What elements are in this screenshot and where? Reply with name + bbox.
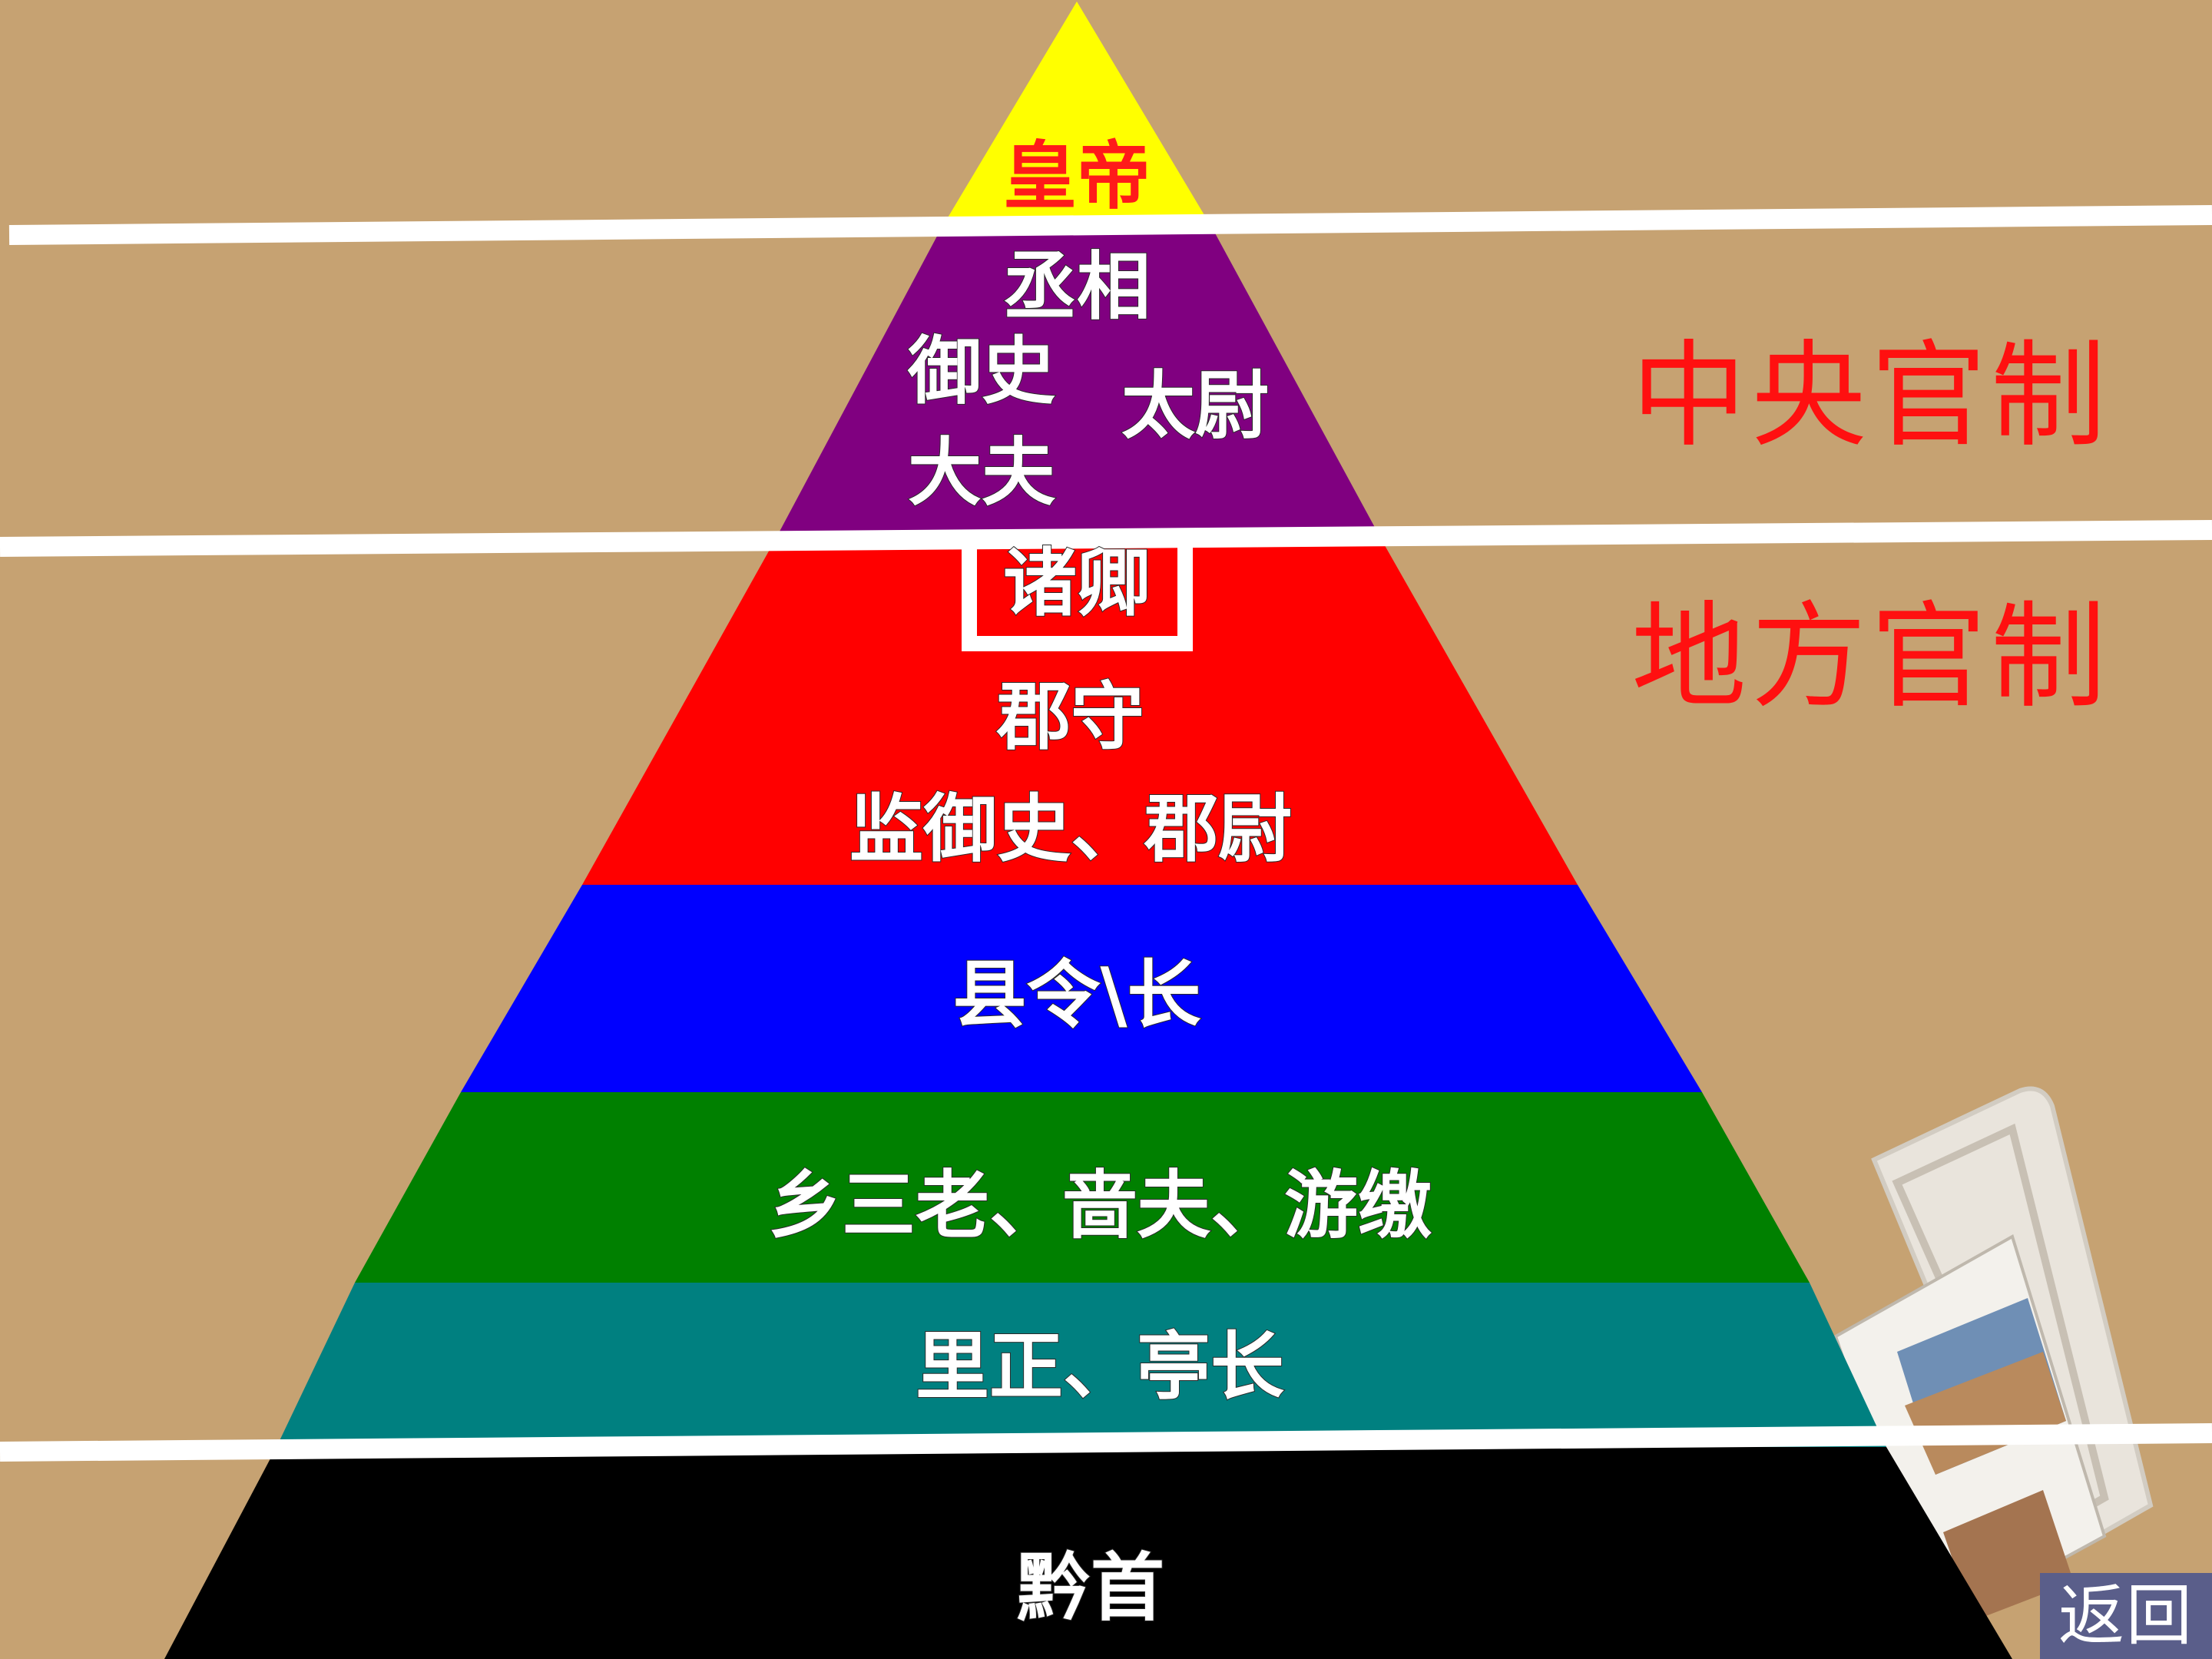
label-governor: 郡守 (996, 674, 1144, 760)
tier-township (355, 1092, 1810, 1283)
back-button[interactable]: 返回 (2040, 1573, 2212, 1659)
label-grand-commandant: 太尉 (1121, 363, 1269, 449)
label-ministers: 诸卿 (1003, 540, 1151, 626)
tier-commoners (164, 1447, 2012, 1659)
tier-county (461, 885, 1702, 1092)
tier-commandery (582, 541, 1578, 885)
tier-central (774, 230, 1382, 541)
label-emperor: 皇帝 (1003, 133, 1151, 219)
tier-village (276, 1283, 1886, 1447)
divider-emperor (8, 205, 2212, 245)
tier-emperor (940, 2, 1214, 230)
title-central-system: 中央官制 (1631, 329, 2111, 463)
label-village: 里正、亭长 (916, 1323, 1284, 1409)
label-township: 乡三老、啬夫、游缴 (768, 1162, 1432, 1248)
label-county: 县令\长 (952, 952, 1200, 1038)
label-commoners: 黔首 (1017, 1545, 1164, 1631)
divider-commoners (0, 1423, 2212, 1462)
label-chancellor: 丞相 (1003, 243, 1151, 329)
ministers-frame (962, 541, 1193, 651)
divider-central-local (0, 520, 2212, 557)
label-commandery-officials: 监御史、郡尉 (849, 786, 1292, 872)
label-censor-1: 御史 (907, 328, 1055, 414)
title-local-system: 地方官制 (1631, 591, 2111, 724)
label-censor-2: 大夫 (908, 429, 1056, 515)
